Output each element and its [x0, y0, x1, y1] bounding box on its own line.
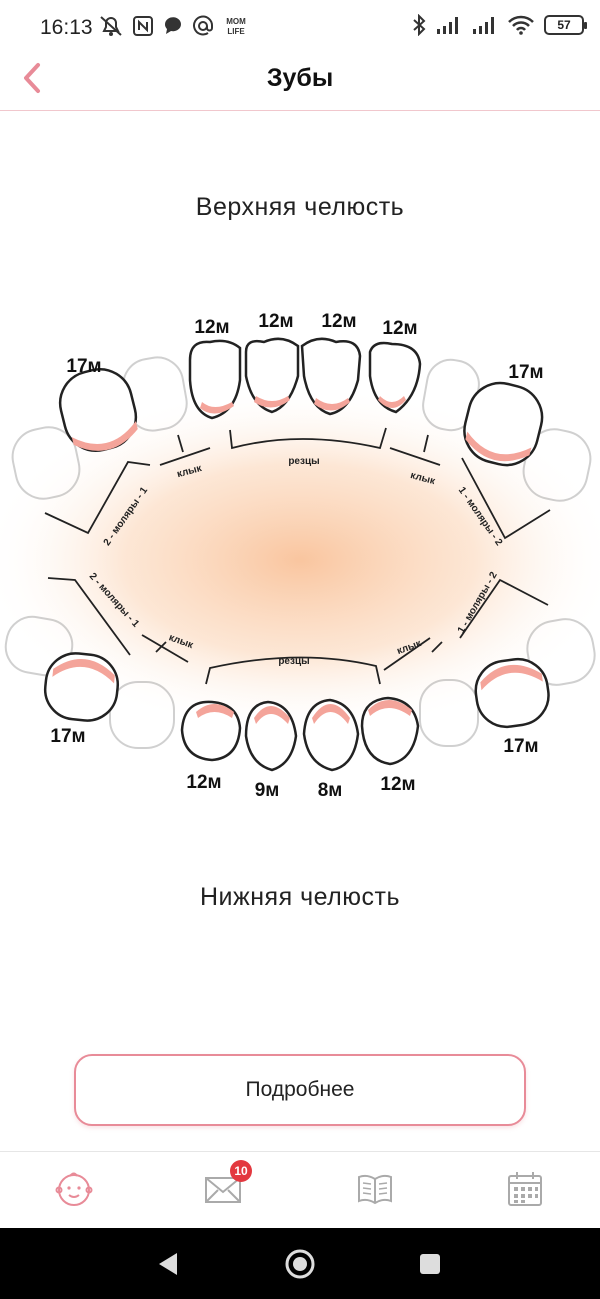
nfc-icon	[132, 15, 154, 37]
mail-icon	[205, 1177, 241, 1203]
upper-age-label-6: 17м	[508, 362, 543, 383]
app-header: Зубы	[0, 56, 600, 111]
bottom-nav: 10	[0, 1151, 600, 1228]
lower-age-label-6: 17м	[503, 736, 538, 757]
upper-brackets	[44, 427, 551, 540]
lower-brackets	[47, 577, 549, 685]
background-glow	[0, 385, 600, 735]
chat-icon	[162, 15, 184, 37]
system-nav-bar	[0, 1228, 600, 1299]
page-title: Зубы	[266, 64, 334, 92]
upper-tooth-incisor-4	[368, 341, 422, 414]
upper-tooth-molar-right	[463, 381, 544, 467]
upper-faded-teeth	[11, 356, 592, 502]
signal-icon-2	[472, 15, 498, 35]
upper-tooth-molar-left	[58, 368, 138, 452]
upper-age-label-4: 12м	[321, 311, 356, 332]
nav-mail[interactable]: 10	[198, 1160, 252, 1212]
lower-tooth-molar-right	[474, 657, 550, 729]
triangle-back-icon	[159, 1253, 177, 1275]
calendar-icon	[508, 1172, 542, 1206]
more-button[interactable]: Подробнее	[74, 1054, 526, 1126]
lower-age-label-1: 17м	[50, 726, 85, 747]
teeth-diagram-svg: 17м 12м 12м 12м 12м 17м 2 - моляры - 1 к…	[0, 311, 600, 801]
status-right: 57	[412, 14, 587, 36]
circle-home-icon	[285, 1249, 315, 1279]
upper-age-label-5: 12м	[382, 318, 417, 339]
upper-age-label-2: 12м	[194, 317, 229, 338]
baby-icon	[55, 1172, 93, 1206]
lower-faded-teeth	[4, 615, 596, 749]
lower-tooth-molar-left	[43, 652, 120, 722]
lower-group-incisors: резцы	[278, 656, 309, 667]
nav-baby[interactable]	[49, 1166, 99, 1212]
system-back-button[interactable]	[152, 1248, 184, 1280]
lower-age-label-4: 8м	[318, 780, 343, 801]
system-recents-button[interactable]	[414, 1248, 446, 1280]
battery-indicator: 57	[544, 15, 587, 35]
upper-tooth-incisor-2	[244, 337, 300, 414]
system-home-button[interactable]	[284, 1248, 316, 1280]
back-button[interactable]	[10, 56, 54, 100]
lower-jaw-title: Нижняя челюсть	[200, 883, 400, 911]
lower-tooth-incisor-3	[302, 698, 360, 772]
status-time: 16:13	[40, 16, 93, 39]
upper-age-label-1: 17м	[66, 356, 101, 377]
lower-age-label-5: 12м	[380, 774, 415, 795]
nav-calendar[interactable]	[500, 1166, 550, 1212]
svg-text:LIFE: LIFE	[227, 27, 245, 36]
upper-group-incisors: резцы	[288, 456, 319, 467]
lower-tooth-incisor-4	[360, 696, 420, 766]
nav-book[interactable]	[350, 1166, 400, 1212]
svg-text:MOM: MOM	[226, 17, 246, 26]
upper-tooth-incisor-3	[300, 337, 362, 416]
lower-age-label-2: 12м	[186, 772, 221, 793]
upper-age-label-3: 12м	[258, 311, 293, 332]
teeth-diagram: 17м 12м 12м 12м 12м 17м 2 - моляры - 1 к…	[0, 280, 600, 840]
upper-tooth-incisor-1	[188, 339, 242, 420]
mail-badge: 10	[230, 1160, 252, 1182]
upper-jaw-title: Верхняя челюсть	[195, 193, 405, 221]
wifi-icon	[508, 15, 534, 35]
bluetooth-icon	[412, 14, 426, 36]
chevron-left-icon	[24, 63, 40, 93]
lower-tooth-incisor-2	[244, 700, 298, 772]
muted-alarm-icon	[98, 14, 124, 38]
lower-age-label-3: 9м	[255, 780, 280, 801]
signal-icon-1	[436, 15, 462, 35]
at-icon	[192, 15, 214, 37]
book-icon	[358, 1174, 392, 1205]
lower-tooth-incisor-1	[180, 700, 242, 762]
square-recents-icon	[420, 1254, 440, 1274]
